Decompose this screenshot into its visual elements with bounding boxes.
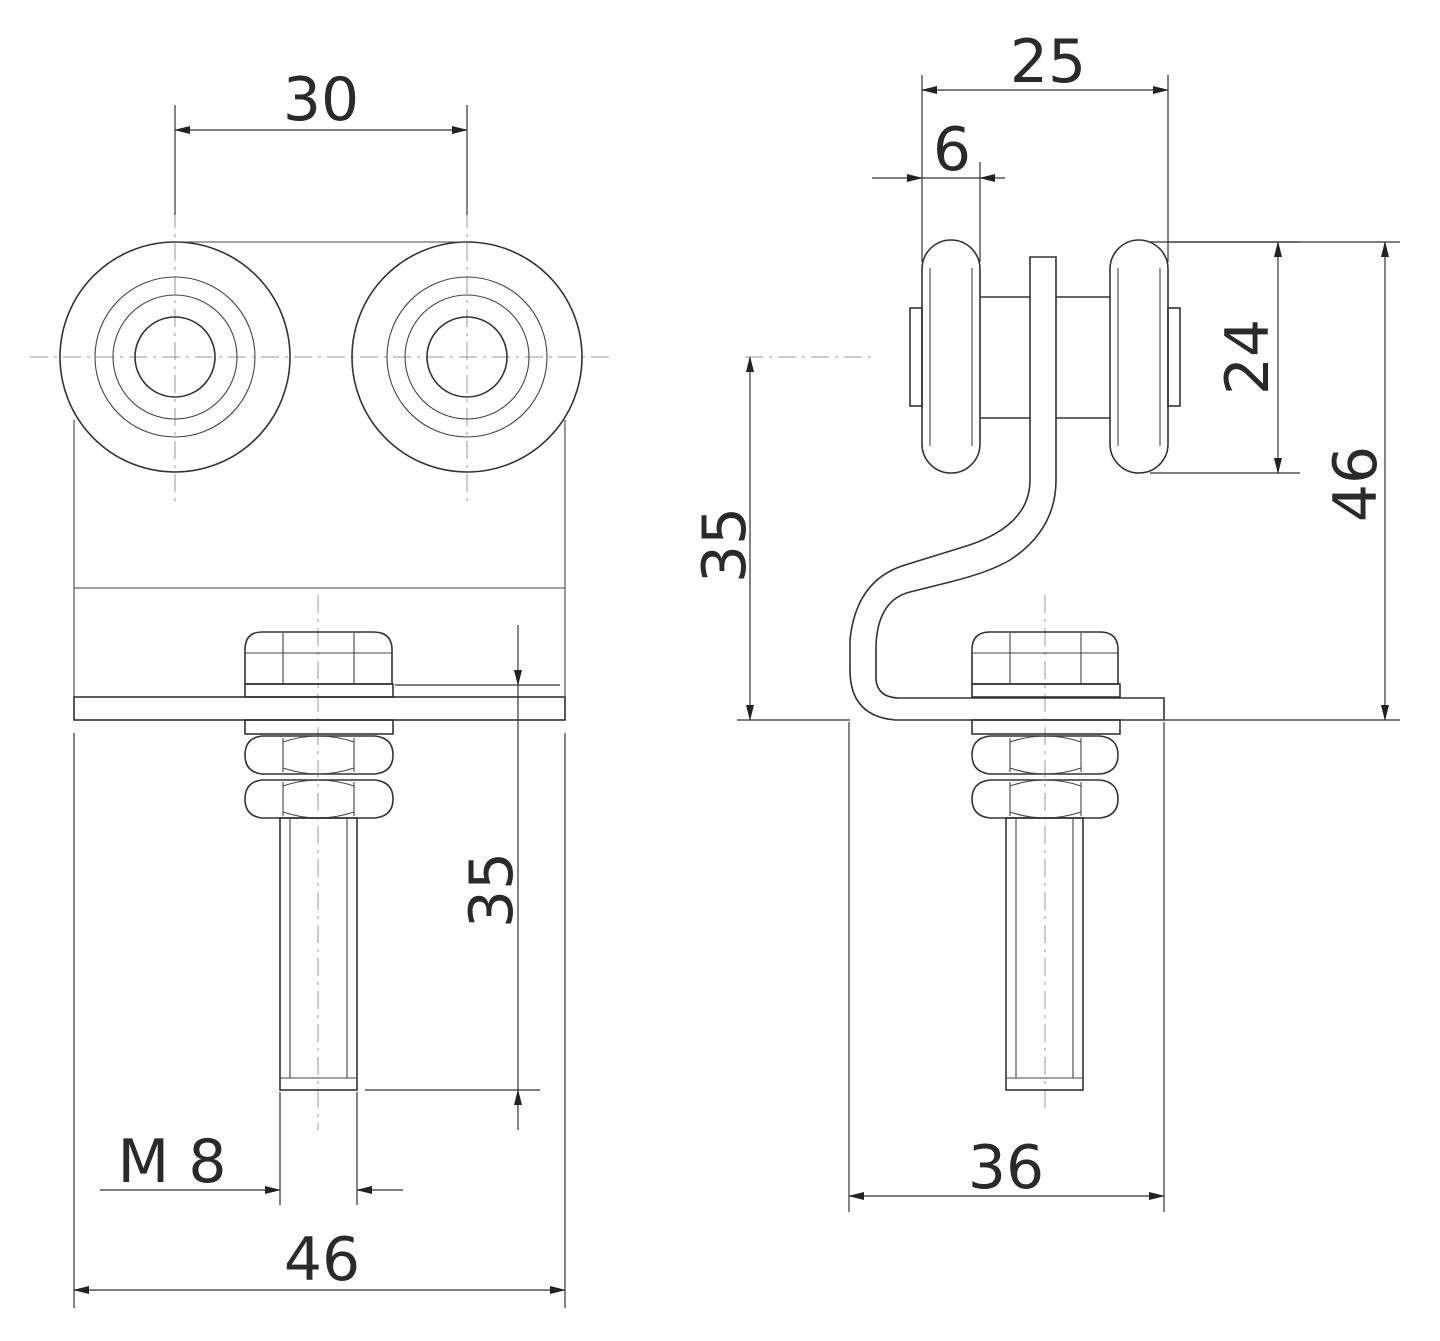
side-washer	[971, 719, 1121, 735]
dim-plate-length-label: 36	[968, 1133, 1044, 1203]
dim-stud-length-label: 35	[457, 852, 527, 928]
dim-axle-to-plate-label: 35	[690, 507, 760, 583]
front-stud	[279, 817, 358, 1091]
front-lower-nuts	[244, 735, 394, 819]
side-stud	[1005, 817, 1084, 1091]
dim-overall-width-label: 46	[284, 1225, 360, 1295]
dim-wheel-span-label: 25	[1010, 27, 1086, 97]
dim-plate-length: 36	[848, 722, 1165, 1212]
dim-thread-label: M 8	[117, 1127, 226, 1197]
side-view: 25 6 24 46 35	[690, 27, 1400, 1212]
dim-axle-to-plate: 35	[690, 356, 850, 721]
dim-wheel-diameter-label: 24	[1213, 319, 1283, 395]
side-bracket	[849, 256, 1165, 721]
front-washer	[244, 719, 394, 735]
dim-wheel-spacing-label: 30	[283, 65, 359, 135]
dim-wheel-diameter: 24	[1150, 241, 1300, 474]
dim-wheel-width-label: 6	[933, 115, 971, 185]
dim-stud-length: 35	[365, 625, 560, 1130]
dim-overall-height: 46	[1164, 241, 1400, 721]
dim-overall-height-label: 46	[1321, 446, 1391, 522]
dim-overall-width: 46	[73, 733, 566, 1308]
dim-wheel-spacing: 30	[174, 65, 468, 215]
side-top-nut	[971, 631, 1121, 698]
dim-wheel-span: 25	[921, 27, 1169, 262]
right-wheel	[351, 241, 583, 473]
front-view: 30 35 M 8 46	[30, 65, 615, 1308]
side-lower-nuts	[971, 735, 1119, 819]
side-right-wheel	[1109, 239, 1181, 474]
front-top-nut	[244, 631, 394, 698]
dim-thread: M 8	[100, 1092, 403, 1205]
front-bracket	[73, 420, 566, 721]
side-left-wheel	[909, 239, 981, 474]
side-axle	[980, 296, 1110, 419]
dim-wheel-width: 6	[872, 115, 1005, 262]
